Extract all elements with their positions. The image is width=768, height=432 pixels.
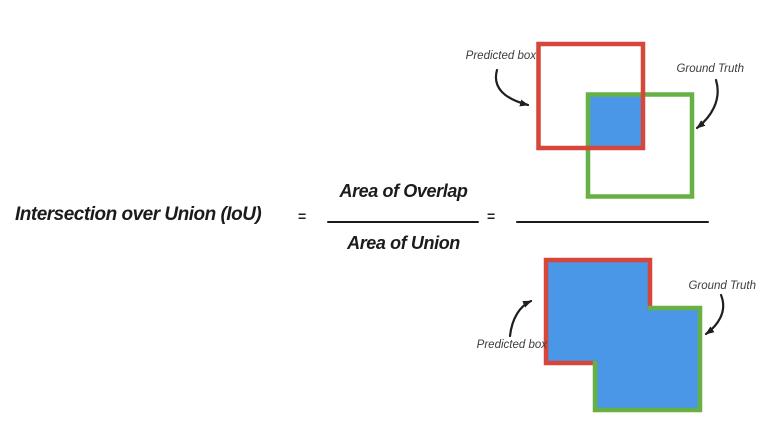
union-diagram (508, 257, 725, 413)
page-title: Intersection over Union (IoU) (15, 204, 262, 225)
predicted-box-label: Predicted box (465, 50, 536, 62)
predicted-box-outline (543, 257, 653, 366)
predicted-box-outline (536, 41, 646, 151)
fraction-numerator: Area of Overlap (339, 181, 468, 201)
predicted-box-label: Predicted box (476, 339, 547, 351)
fraction-denominator: Area of Union (347, 233, 460, 253)
ground-truth-label: Ground Truth (676, 63, 744, 75)
predicted-box-arrow (508, 299, 533, 338)
ground-truth-box-outline (585, 92, 695, 199)
ground-truth-label: Ground Truth (688, 280, 756, 292)
overlap-area-fill (588, 94, 643, 148)
union-area-fill (546, 260, 700, 410)
ground-truth-box-outline (592, 305, 703, 413)
overlap-diagram (494, 41, 719, 199)
ground-truth-arrow (695, 78, 719, 130)
equals-sign: = (487, 208, 496, 224)
ground-truth-arrow (704, 293, 725, 336)
equals-sign: = (298, 208, 307, 224)
visual-fraction-line (516, 220, 709, 223)
fraction-line (327, 220, 479, 223)
predicted-box-arrow (494, 68, 530, 107)
